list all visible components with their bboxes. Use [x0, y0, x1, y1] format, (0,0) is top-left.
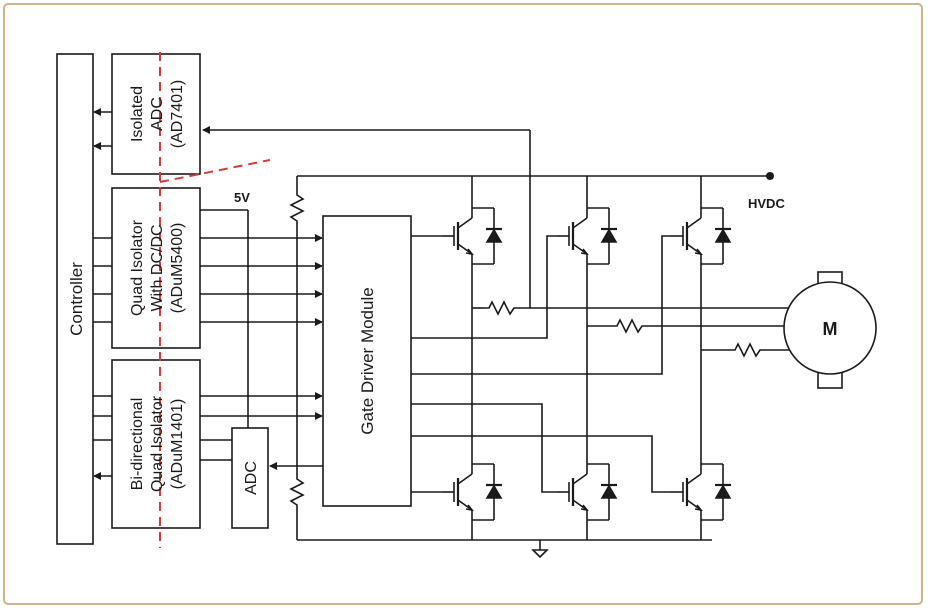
controller-label: Controller: [67, 262, 86, 336]
gate-driver-label: Gate Driver Module: [358, 287, 377, 434]
bidirectional-isolator-block: [111, 359, 201, 529]
hvdc-label: HVDC: [748, 196, 785, 211]
isolated-adc-line-1: Isolated: [129, 86, 146, 142]
adc-label: ADC: [243, 461, 260, 495]
figure-frame: [3, 3, 923, 605]
isolated-adc-line-3: (AD7401): [169, 80, 186, 148]
bidirectional-line-2: Quad Isolator: [149, 395, 166, 492]
isolation-barrier: [159, 52, 271, 548]
adc-block: [231, 427, 269, 529]
motor-symbol: [783, 281, 877, 375]
gate-driver-block: [322, 215, 412, 507]
quad-isolator-line-3: (ADuM5400): [169, 223, 186, 314]
isolated-adc-label: Isolated ADC (AD7401): [129, 80, 186, 148]
bidirectional-isolator-label: Bi-directional Quad Isolator (ADuM1401): [129, 395, 186, 492]
isolated-adc-block: [111, 53, 201, 175]
bidirectional-line-1: Bi-directional: [129, 398, 146, 490]
motor-label: M: [823, 319, 838, 339]
isolated-adc-line-2: ADC: [149, 97, 166, 131]
controller-block: [56, 53, 94, 545]
bidirectional-line-3: (ADuM1401): [169, 399, 186, 490]
supply-5v-label: 5V: [234, 190, 250, 205]
hvdc-node: [766, 172, 774, 180]
quad-isolator-dcdc-label: Quad Isolator With DC/DC (ADuM5400): [129, 219, 186, 316]
quad-isolator-line-1: Quad Isolator: [129, 219, 146, 316]
quad-isolator-dcdc-block: [111, 187, 201, 349]
quad-isolator-line-2: With DC/DC: [149, 224, 166, 311]
